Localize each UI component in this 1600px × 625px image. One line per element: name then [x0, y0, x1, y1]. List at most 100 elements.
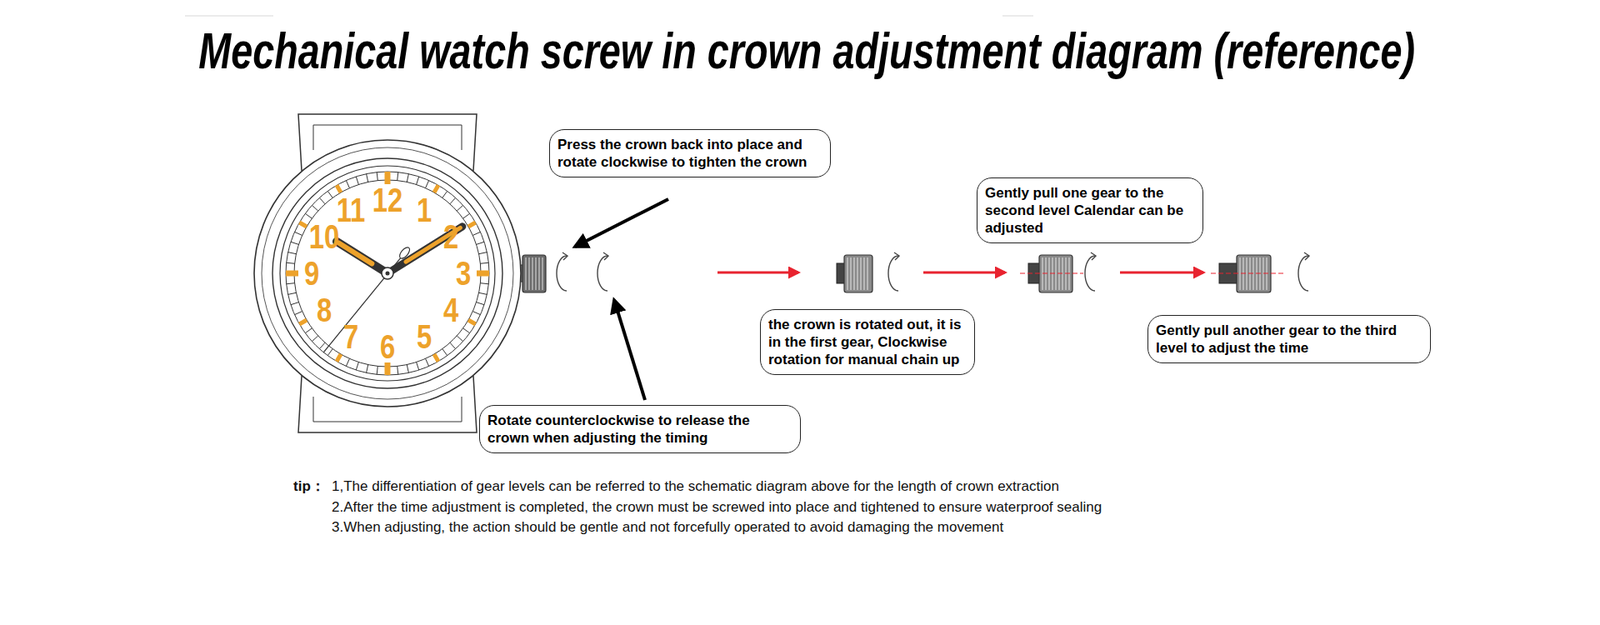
hour-marker — [285, 270, 299, 277]
red-axis-lines — [1020, 273, 1284, 275]
rotation-arc — [1298, 252, 1310, 291]
crown-rib — [850, 257, 851, 290]
dial-numeral: 4 — [443, 293, 459, 327]
hour-marker — [434, 185, 439, 193]
hour-marker — [468, 320, 476, 325]
minute-tick — [442, 190, 448, 198]
minute-tick — [476, 241, 485, 245]
hour-marker — [299, 222, 307, 227]
rotation-arc-head — [1090, 252, 1096, 260]
hour-marker — [336, 185, 341, 193]
minute-tick — [305, 328, 312, 334]
crown-rib — [1245, 257, 1247, 290]
rotation-arc-line — [1085, 255, 1095, 291]
minute-tick — [366, 365, 369, 374]
hand-outline — [336, 241, 388, 274]
minute-tick — [476, 302, 485, 305]
minute-tick — [355, 362, 359, 371]
crown-drawing — [836, 255, 873, 293]
callout-text: Press the crown back into place and rota… — [557, 135, 823, 171]
rotation-arc-line — [597, 255, 608, 291]
minute-tick — [319, 342, 325, 349]
minute-tick — [288, 292, 297, 295]
dial-numeral: 8 — [316, 293, 332, 327]
callout-box: Gently pull another gear to the third le… — [1147, 315, 1431, 364]
minute-tick — [305, 213, 312, 219]
minute-tick — [472, 311, 480, 315]
minute-tick — [480, 262, 489, 264]
minute-tick — [327, 190, 333, 198]
title-row: Mechanical watch screw in crown adjustme… — [0, 25, 1600, 77]
crown-rib — [866, 257, 868, 290]
hour-marker — [385, 362, 391, 375]
tip-note: 2.After the time adjustment is completed… — [331, 498, 1102, 517]
rotation-arc-line — [556, 255, 567, 291]
crown-positions — [836, 255, 1271, 293]
minute-tick — [450, 342, 456, 349]
callout-box: the crown is rotated out, it is in the f… — [760, 309, 975, 375]
red-axis-lines-part — [1210, 273, 1284, 275]
minute-tick — [472, 231, 480, 235]
minute-tick — [327, 349, 333, 356]
minute-tick — [456, 335, 463, 342]
rotation-arc-head — [603, 252, 609, 260]
hand-lume — [338, 242, 372, 264]
hour-marker — [299, 320, 307, 325]
minute-tick — [425, 180, 430, 189]
minute-tick — [450, 197, 456, 204]
crown-rib — [1048, 257, 1050, 290]
minute-tick — [480, 283, 489, 285]
rotation-arcs — [556, 252, 1310, 291]
minute-tick — [290, 241, 300, 245]
minute-tick — [406, 365, 409, 374]
crown-rib — [541, 257, 543, 290]
callout-box: Press the crown back into place and rota… — [549, 129, 831, 178]
dial-numeral: 5 — [416, 320, 432, 354]
hand-cap — [381, 267, 394, 280]
minute-tick — [355, 176, 359, 185]
minute-tick — [376, 172, 378, 181]
watch-crown-part — [525, 257, 543, 290]
rotation-arc-line — [888, 255, 899, 291]
top-rule — [185, 15, 1034, 17]
crown-rib — [531, 257, 533, 290]
crown-rib — [1239, 257, 1240, 290]
hour-marker — [476, 270, 490, 277]
crown-rib — [860, 257, 861, 290]
minute-track — [286, 172, 490, 375]
minute-tick — [286, 262, 295, 264]
rotation-arc-head — [1304, 252, 1310, 260]
crown-rib — [535, 257, 536, 290]
minute-tick — [376, 365, 378, 375]
minute-tick — [406, 174, 409, 183]
red-step-arrows-part — [717, 271, 799, 275]
second-hand — [323, 249, 408, 353]
crown-rib — [846, 257, 848, 290]
red-step-arrows-part — [1120, 271, 1204, 275]
minute-tick — [311, 335, 318, 342]
minute-tick — [442, 349, 448, 356]
crown-rib — [538, 257, 540, 290]
minute-tick — [425, 358, 430, 366]
red-axis-lines-part — [1020, 273, 1084, 275]
rotation-arc — [556, 252, 568, 291]
hour-marker — [434, 354, 439, 362]
minute-tick — [288, 252, 297, 255]
dial-numeral: 9 — [304, 256, 320, 290]
minute-tick — [456, 205, 463, 211]
rotation-arc-head — [562, 252, 568, 260]
hour-marker — [336, 354, 341, 362]
rotation-arc — [888, 252, 900, 291]
hour-marker — [468, 222, 476, 227]
rotation-arc-head — [894, 252, 900, 260]
dial-numeral: 6 — [380, 330, 395, 364]
minute-tick — [463, 213, 470, 219]
watch-case — [254, 140, 521, 407]
watch-case-part — [261, 147, 514, 400]
callout-text: Gently pull another gear to the third le… — [1155, 321, 1423, 357]
tip-note: 1,The differentiation of gear levels can… — [331, 477, 1060, 496]
watch-crown-part — [522, 255, 546, 293]
callout-box: Gently pull one gear to the second level… — [976, 177, 1204, 244]
minute-tick — [397, 172, 399, 181]
